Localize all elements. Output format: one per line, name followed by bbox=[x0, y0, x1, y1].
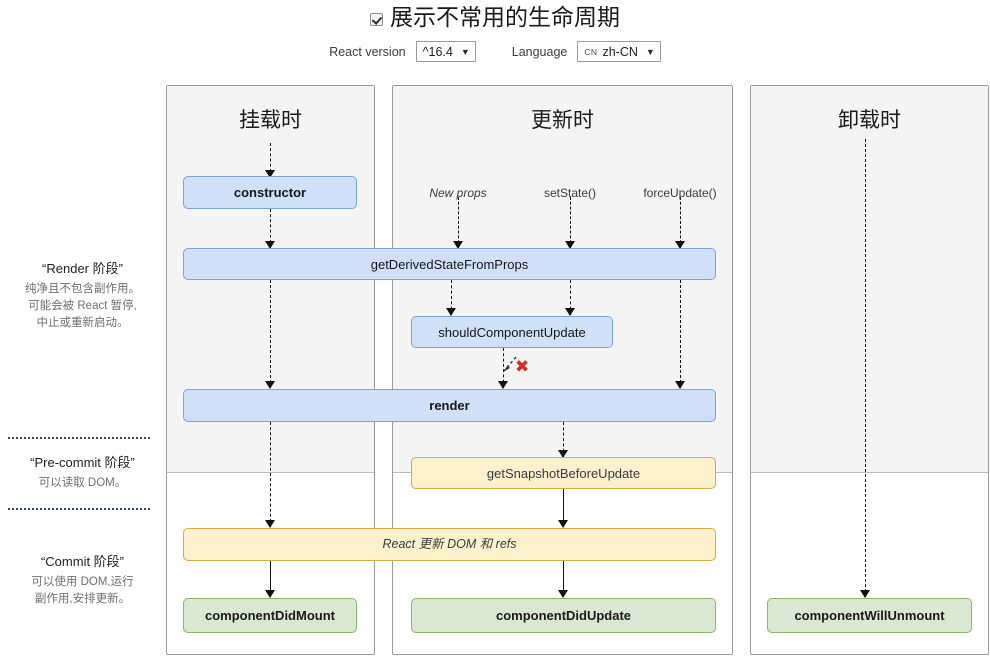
legend-title: “Commit 阶段” bbox=[40, 554, 125, 569]
legend-commit-phase: “Commit 阶段” 可以使用 DOM,运行副作用,安排更新。 bbox=[0, 551, 165, 608]
language-select[interactable]: CN zh-CN ▼ bbox=[577, 41, 661, 62]
react-version-value: ^16.4 bbox=[422, 44, 453, 59]
controls-row: React version ^16.4 ▼ Language CN zh-CN … bbox=[0, 41, 990, 62]
legend-precommit-phase: “Pre-commit 阶段” 可以读取 DOM。 bbox=[0, 452, 165, 492]
legend-divider-top bbox=[8, 437, 150, 439]
arrow-reactupdate-to-componentdidupdate bbox=[555, 561, 571, 598]
node-shouldcomponentupdate[interactable]: shouldComponentUpdate bbox=[411, 316, 613, 348]
arrow-gdsfp-to-scu-left bbox=[443, 280, 459, 316]
skip-x-icon: ✖ bbox=[515, 357, 530, 376]
chevron-down-icon: ▼ bbox=[645, 46, 655, 57]
column-gray-region bbox=[751, 86, 988, 473]
arrow-forceupdate-to-gdsfp bbox=[672, 197, 688, 249]
node-render[interactable]: render bbox=[183, 389, 716, 422]
arrow-constructor-to-gdsfp bbox=[262, 209, 278, 249]
react-version-label: React version bbox=[329, 44, 406, 59]
column-heading-unmounting: 卸载时 bbox=[838, 109, 901, 132]
page-title: 展示不常用的生命周期 bbox=[390, 4, 620, 30]
arrow-setstate-to-gdsfp bbox=[562, 197, 578, 249]
language-label: Language bbox=[511, 44, 568, 59]
node-getsnapshotbeforeupdate[interactable]: getSnapshotBeforeUpdate bbox=[411, 457, 716, 489]
language-value: zh-CN bbox=[602, 44, 638, 59]
arrow-getsnapshot-to-reactupdate bbox=[555, 488, 571, 528]
arrow-scu-to-render bbox=[495, 348, 511, 389]
flag-icon: CN bbox=[584, 46, 598, 57]
column-unmounting: 卸载时 bbox=[750, 85, 989, 655]
node-constructor[interactable]: constructor bbox=[183, 176, 357, 209]
legend-desc: 纯净且不包含副作用。可能会被 React 暂停,中止或重新启动。 bbox=[25, 283, 140, 329]
legend-title: “Pre-commit 阶段” bbox=[30, 455, 135, 470]
column-heading-mounting: 挂载时 bbox=[239, 109, 302, 132]
phase-legend: “Render 阶段” 纯净且不包含副作用。可能会被 React 暂停,中止或重… bbox=[0, 0, 165, 659]
arrow-heading-to-constructor bbox=[262, 143, 278, 178]
legend-divider-bottom bbox=[8, 508, 150, 510]
arrow-heading-to-componentwillunmount bbox=[857, 139, 873, 598]
column-heading-updating: 更新时 bbox=[531, 109, 594, 132]
legend-render-phase: “Render 阶段” 纯净且不包含副作用。可能会被 React 暂停,中止或重… bbox=[0, 258, 165, 332]
trigger-setstate: setState() bbox=[543, 186, 597, 200]
show-less-common-lifecycles-checkbox[interactable] bbox=[370, 12, 383, 26]
node-react-updates-dom-and-refs[interactable]: React 更新 DOM 和 refs bbox=[183, 528, 716, 561]
legend-title: “Render 阶段” bbox=[42, 261, 123, 276]
node-componentdidupdate[interactable]: componentDidUpdate bbox=[411, 598, 716, 633]
legend-desc: 可以读取 DOM。 bbox=[38, 477, 127, 489]
arrow-reactupdate-to-componentdidmount bbox=[262, 561, 278, 598]
node-componentwillunmount[interactable]: componentWillUnmount bbox=[767, 598, 972, 633]
react-version-select[interactable]: ^16.4 ▼ bbox=[415, 41, 476, 62]
node-getderivedstatefromprops[interactable]: getDerivedStateFromProps bbox=[183, 248, 716, 280]
trigger-new-props: New props bbox=[429, 186, 487, 200]
page-title-row: 展示不常用的生命周期 bbox=[0, 2, 990, 32]
legend-desc: 可以使用 DOM,运行副作用,安排更新。 bbox=[31, 576, 134, 605]
arrow-gdsfp-to-render-forceupdate bbox=[672, 280, 688, 389]
node-componentdidmount[interactable]: componentDidMount bbox=[183, 598, 357, 633]
arrow-gdsfp-to-scu-right bbox=[562, 280, 578, 316]
arrow-render-to-reactupdate-mount bbox=[262, 422, 278, 528]
chevron-down-icon: ▼ bbox=[460, 46, 470, 57]
trigger-forceupdate: forceUpdate() bbox=[643, 186, 717, 200]
arrow-gdsfp-to-render-mount bbox=[262, 280, 278, 389]
arrow-newprops-to-gdsfp bbox=[450, 197, 466, 249]
arrow-render-to-getsnapshot bbox=[555, 422, 571, 458]
